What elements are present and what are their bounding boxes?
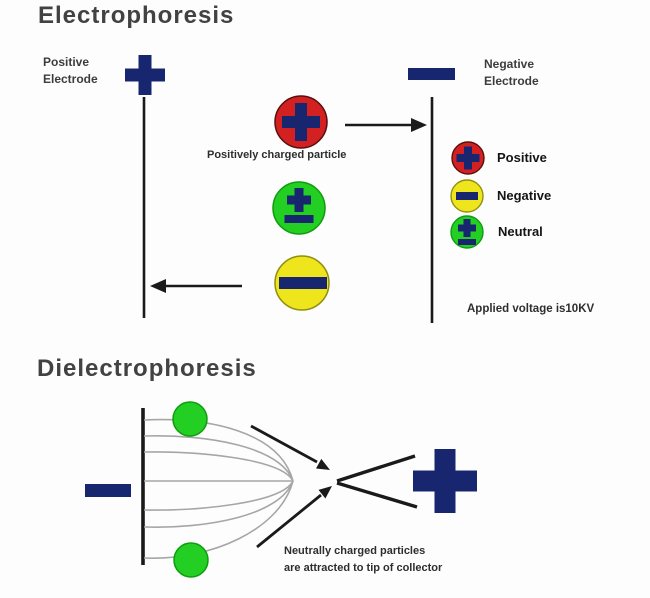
field-line bbox=[143, 434, 294, 482]
positively-charged-particle-caption: Positively charged particle bbox=[207, 149, 347, 161]
positive-electrode-label: Positive Electrode bbox=[43, 54, 98, 88]
positive-electrode-label-line1: Positive bbox=[43, 55, 90, 69]
negative-electrode-bar-icon bbox=[408, 68, 455, 80]
diel-negative-bar-icon bbox=[85, 484, 131, 497]
dielectrophoresis-title: Dielectrophoresis bbox=[37, 355, 257, 382]
field-line bbox=[143, 480, 294, 559]
attraction-arrow-bottom-head-icon bbox=[318, 486, 332, 499]
dielectrophoresis-caption-line2: are attracted to tip of collector bbox=[284, 562, 443, 574]
field-lines bbox=[143, 418, 294, 559]
diel-neutral-particle-top bbox=[172, 401, 208, 437]
collector-tip-upper-line bbox=[336, 454, 416, 483]
field-line bbox=[143, 480, 294, 511]
positive-particle-plus-icon bbox=[282, 103, 320, 141]
arrow-left-head-icon bbox=[150, 279, 166, 293]
diel-neutral-particle-bottom bbox=[173, 542, 209, 578]
dielectrophoresis-caption-line1: Neutrally charged particles bbox=[284, 545, 426, 557]
neutral-particle-plus-icon bbox=[287, 188, 311, 212]
legend-label-positive: Positive bbox=[497, 150, 547, 165]
electrophoresis-title: Electrophoresis bbox=[38, 2, 235, 29]
negative-particle-minus-icon bbox=[279, 277, 327, 289]
collector-plus-icon bbox=[413, 449, 477, 513]
positive-electrode-label-line2: Electrode bbox=[43, 72, 98, 86]
negative-electrode-label: Negative Electrode bbox=[484, 56, 539, 90]
legend-label-neutral: Neutral bbox=[498, 224, 543, 239]
legend-neutral-minus-icon bbox=[458, 239, 476, 245]
attraction-arrow-top-line bbox=[250, 424, 318, 464]
negative-electrode-label-line2: Electrode bbox=[484, 74, 539, 88]
field-line bbox=[143, 451, 294, 482]
legend-label-negative: Negative bbox=[497, 188, 552, 203]
field-line bbox=[143, 418, 294, 482]
arrow-right-head-icon bbox=[411, 118, 427, 132]
negative-electrode-label-line1: Negative bbox=[484, 57, 535, 71]
applied-voltage-note: Applied voltage is10KV bbox=[467, 303, 595, 315]
field-line bbox=[143, 480, 294, 528]
dielectrophoresis-caption: Neutrally charged particles are attracte… bbox=[284, 543, 442, 577]
legend-negative-minus-icon bbox=[456, 192, 478, 200]
legend-positive-plus-icon bbox=[456, 146, 480, 170]
positive-electrode-plus-icon bbox=[125, 55, 165, 95]
collector-tip-lower-line bbox=[336, 481, 418, 509]
legend-neutral-plus-icon bbox=[458, 219, 476, 237]
attraction-arrow-top-head-icon bbox=[316, 458, 330, 470]
neutral-particle-minus-icon bbox=[284, 215, 314, 223]
attraction-arrow-bottom-line bbox=[256, 493, 322, 549]
